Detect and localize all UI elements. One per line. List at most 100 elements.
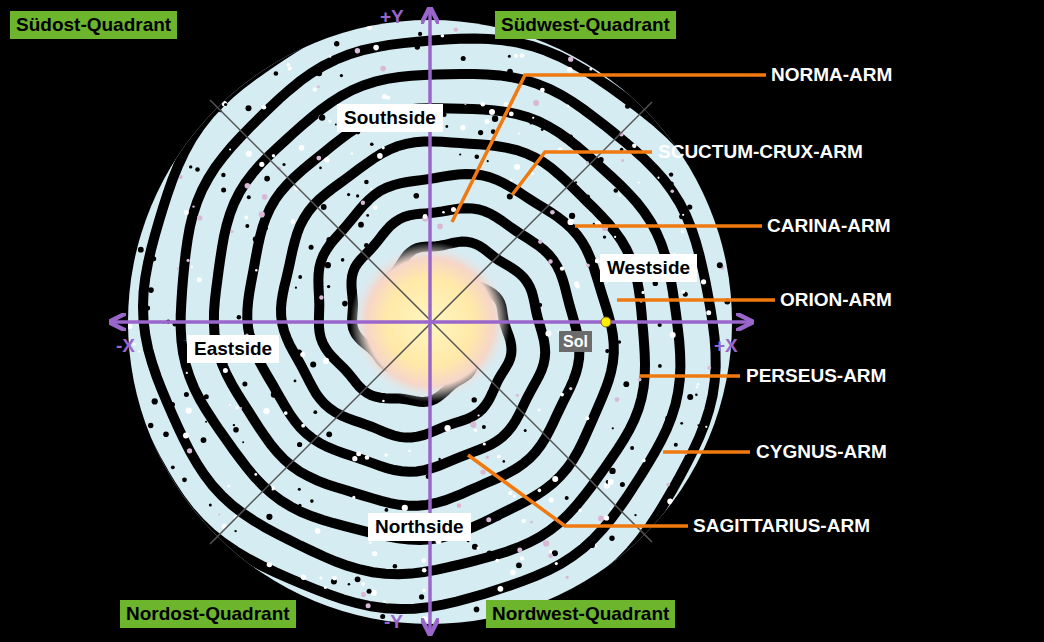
star-dot [595,259,600,264]
star-dot [414,193,420,199]
star-dot [287,63,291,67]
star-dot [384,453,388,457]
star-dot [518,133,520,135]
star-dot [569,135,572,138]
star-dot [598,518,600,520]
star-dot [397,507,399,509]
star-dot [598,157,603,162]
star-dot [320,577,323,580]
star-dot [224,103,227,106]
star-dot [509,112,514,117]
arm-label: CYGNUS-ARM [756,441,887,463]
star-dot [373,205,378,210]
star-dot [184,392,189,397]
star-dot [623,381,629,387]
leader-line [512,152,652,195]
star-dot [186,408,192,414]
star-dot [197,277,202,282]
star-dot [614,188,619,193]
star-dot [319,114,325,120]
star-dot [367,25,372,30]
star-dot [271,391,277,397]
star-dot [630,446,634,450]
star-dot [697,383,700,386]
star-dot [687,205,692,210]
star-dot [634,514,636,516]
star-dot [352,496,355,499]
star-dot [459,153,461,155]
star-dot [598,516,604,522]
arm-label: PERSEUS-ARM [746,365,886,387]
star-dot [289,66,292,69]
star-dot [328,120,331,123]
spiral-gap [143,6,645,574]
star-dot [209,503,212,506]
star-dot [327,285,330,288]
star-dot [701,279,706,284]
star-dot [674,443,678,447]
star-dot [310,499,314,503]
star-dot [246,105,252,111]
star-dot [620,482,625,487]
star-dot [244,216,248,220]
quadrant-label: Nordwest-Quadrant [486,600,675,628]
star-dot [457,503,462,508]
arm-label: CARINA-ARM [767,215,890,237]
star-dot [322,106,326,110]
star-dot [298,504,301,507]
star-dot [191,266,193,268]
star-dot [480,469,485,474]
star-dot [486,456,489,459]
star-dot [575,181,577,183]
star-dot [334,41,339,46]
star-dot [237,315,242,320]
box-text: Westside [607,257,690,279]
leader-line [617,298,775,302]
star-dot [356,194,359,197]
star-dot [478,414,480,416]
star-dot [667,499,673,505]
star-dot [247,195,251,199]
star-dot [695,394,698,397]
star-dot [658,364,662,368]
star-dot [291,219,296,224]
star-dot [618,340,621,343]
star-dot [609,536,614,541]
star-dot [533,100,539,106]
star-dot [324,586,327,589]
star-dot [361,592,366,597]
star-dot [382,400,385,403]
star-dot [586,194,590,198]
star-dot [545,331,551,337]
star-dot [152,398,158,404]
star-dot [466,170,471,175]
arm-label: SAGITTARIUS-ARM [693,515,870,537]
star-dot [282,288,284,290]
star-dot [489,109,495,115]
star-dot [419,177,424,182]
star-dot [253,236,259,242]
star-dot [548,553,553,558]
star-dot [608,479,614,485]
star-dot [364,243,369,248]
side-label: Eastside [187,335,279,363]
star-dot [474,429,477,432]
star-dot [474,607,480,613]
star-dot [341,258,345,262]
star-dot [267,562,272,567]
star-dot [717,262,723,268]
star-dot [319,167,322,170]
star-dot [516,562,522,568]
star-dot [385,508,389,512]
star-dot [520,556,524,560]
star-dot [393,564,398,569]
star-dot [615,397,620,402]
star-dot [423,214,428,219]
star-dot [355,48,360,53]
star-dot [215,271,219,275]
star-dot [184,210,189,215]
star-dot [373,45,379,51]
axis-label: +X [714,335,738,357]
star-dot [487,550,493,556]
